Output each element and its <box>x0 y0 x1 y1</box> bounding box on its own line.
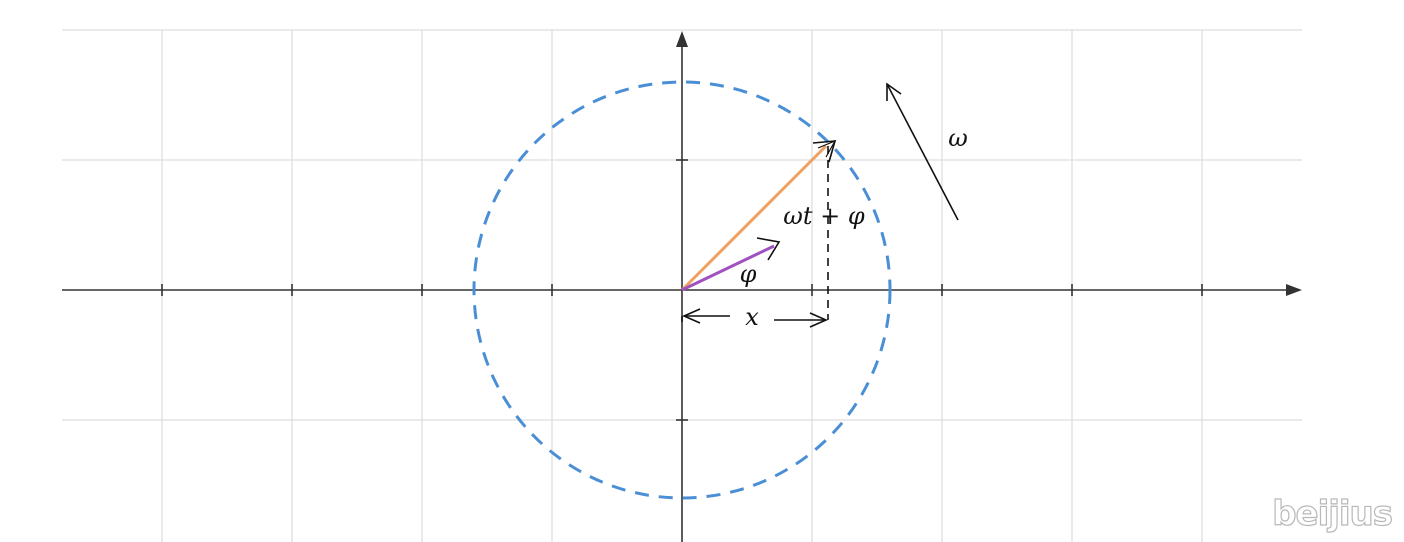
displacement-right-arrowhead <box>809 312 828 328</box>
x-axis-ticks <box>161 284 1203 296</box>
y-axis-ticks <box>676 159 688 421</box>
y-axis-arrowhead <box>676 31 688 47</box>
angular-velocity-arrow <box>886 82 959 221</box>
rotating-vector <box>680 139 837 292</box>
displacement-left-arrowhead <box>682 308 701 324</box>
displacement-label: x <box>745 303 759 331</box>
rotating-vector-arrowhead <box>812 140 837 163</box>
angle-label: ωt + φ <box>783 202 865 230</box>
watermark-logo: beijius <box>1272 493 1394 534</box>
reference-circle <box>472 80 892 500</box>
angular-velocity-label: ω <box>948 124 968 152</box>
displacement-dimension <box>681 308 828 328</box>
initial-phase-vector <box>681 237 781 292</box>
initial-phase-vector-arrowhead <box>756 237 781 261</box>
x-axis-arrowhead <box>1286 284 1302 296</box>
axes <box>62 31 1302 542</box>
phase-label: φ <box>740 260 757 288</box>
